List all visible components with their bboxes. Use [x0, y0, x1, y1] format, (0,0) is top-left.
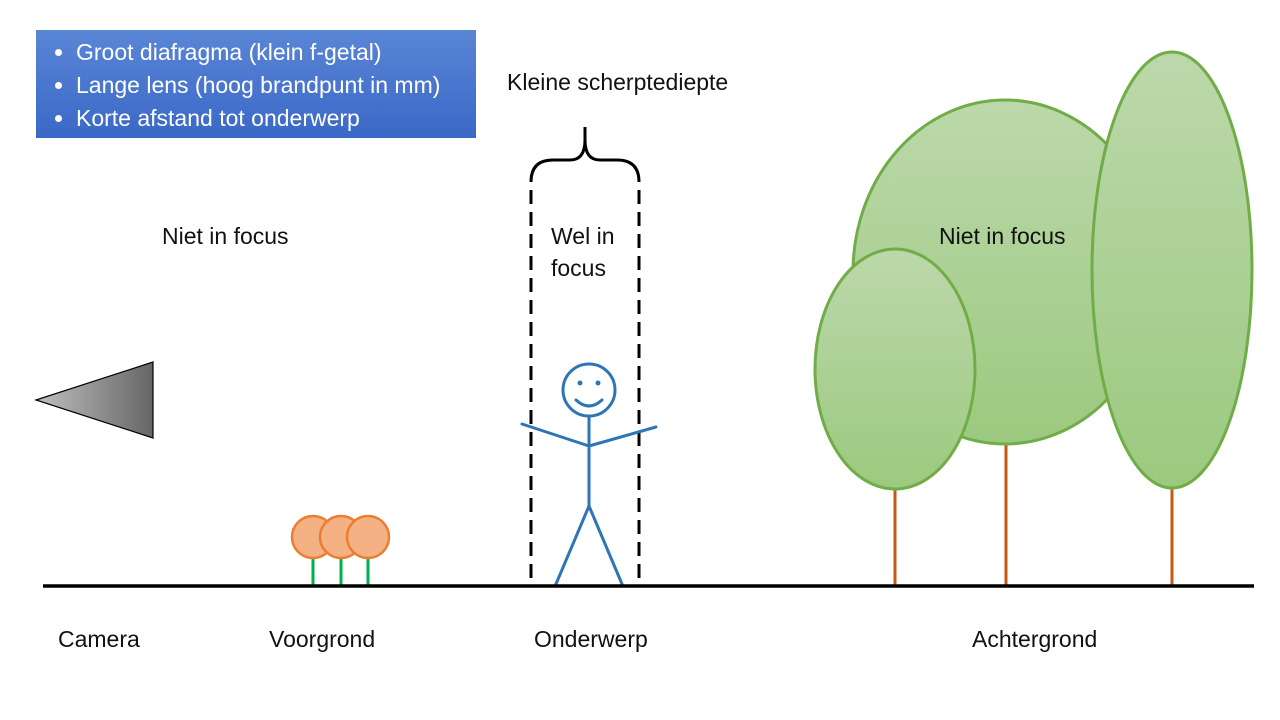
info-item: Groot diafragma (klein f-getal)	[76, 36, 476, 69]
brace-icon	[529, 127, 641, 183]
info-list: Groot diafragma (klein f-getal) Lange le…	[36, 36, 476, 135]
foreground-label: Voorgrond	[269, 626, 376, 652]
depth-of-field-label: Kleine scherptediepte	[507, 69, 729, 95]
in-focus-label-line2: focus	[551, 255, 606, 281]
camera-icon	[34, 361, 154, 439]
flower-head	[345, 514, 391, 560]
flower-icon	[290, 514, 391, 586]
out-of-focus-label-right: Niet in focus	[939, 223, 1066, 249]
tree-crown	[813, 247, 977, 491]
out-of-focus-label-left: Niet in focus	[162, 223, 289, 249]
info-item: Lange lens (hoog brandpunt in mm)	[76, 69, 476, 102]
camera-label: Camera	[58, 626, 140, 652]
in-focus-label-line1: Wel in	[551, 223, 615, 249]
tree-icon	[813, 50, 1254, 586]
subject-label: Onderwerp	[534, 626, 648, 652]
tree-crown	[1090, 50, 1254, 490]
info-box: Groot diafragma (klein f-getal) Lange le…	[36, 30, 476, 138]
info-item: Korte afstand tot onderwerp	[76, 102, 476, 135]
stick-figure-icon	[520, 362, 658, 586]
background-label: Achtergrond	[972, 626, 1098, 652]
